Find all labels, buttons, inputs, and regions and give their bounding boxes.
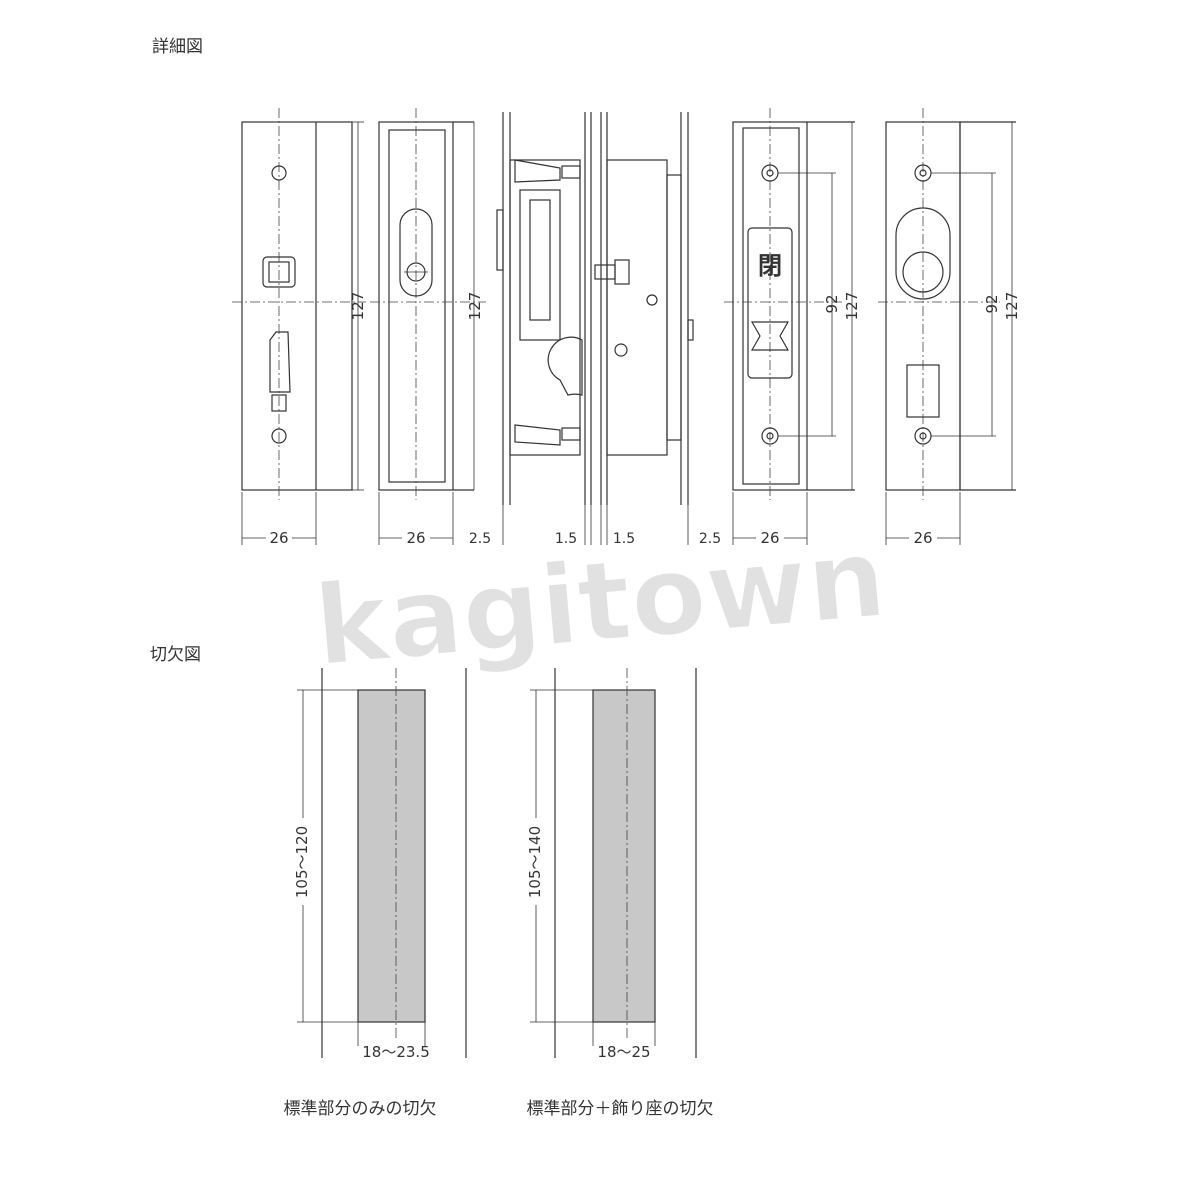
dim-height-view6: 127	[1003, 292, 1021, 321]
dim-height-view2: 127	[466, 292, 484, 321]
view-strike-indicator: 閉 92 127 26	[724, 108, 861, 547]
dim-width-view5: 26	[760, 529, 779, 547]
cutout1-width: 18〜23.5	[362, 1043, 430, 1061]
view-side-right: 1.5 2.5	[594, 112, 721, 547]
dim-width-view1: 26	[269, 529, 288, 547]
cutout2-width: 18〜25	[597, 1043, 650, 1061]
dim-pitch-view6: 92	[983, 294, 1001, 313]
cutout-with-decorative-plate: 105〜140 18〜25 標準部分＋飾り座の切欠	[526, 668, 714, 1119]
dim-offset-view3: 1.5	[555, 531, 577, 547]
cutout-heading: 切欠図	[150, 645, 201, 665]
cutout2-height: 105〜140	[526, 826, 544, 898]
dim-offset-view2: 2.5	[469, 531, 491, 547]
view-strike-keeper: 92 127 26	[878, 108, 1021, 547]
dim-pitch-view5: 92	[823, 294, 841, 313]
dim-height-view1: 127	[349, 292, 367, 321]
cutout-standard: 105〜120 18〜23.5 標準部分のみの切欠	[284, 668, 467, 1119]
detail-heading: 詳細図	[152, 37, 203, 57]
cutout1-height: 105〜120	[293, 826, 311, 898]
view-front-indoor: 127 26	[232, 108, 367, 547]
dim-width-view2: 26	[406, 529, 425, 547]
cutout2-caption: 標準部分＋飾り座の切欠	[527, 1099, 714, 1119]
watermark-logo: kagitown	[310, 513, 891, 690]
cutout1-caption: 標準部分のみの切欠	[284, 1099, 437, 1119]
dim-height-view5: 127	[843, 292, 861, 321]
dim-width-view6: 26	[913, 529, 932, 547]
dim-offset2-view4: 2.5	[699, 531, 721, 547]
view-side-left: 1.5	[496, 112, 592, 547]
view-front-cylinder: 127 26 2.5	[370, 108, 491, 547]
indicator-closed-label: 閉	[758, 252, 782, 280]
dim-offset-view4: 1.5	[613, 531, 635, 547]
